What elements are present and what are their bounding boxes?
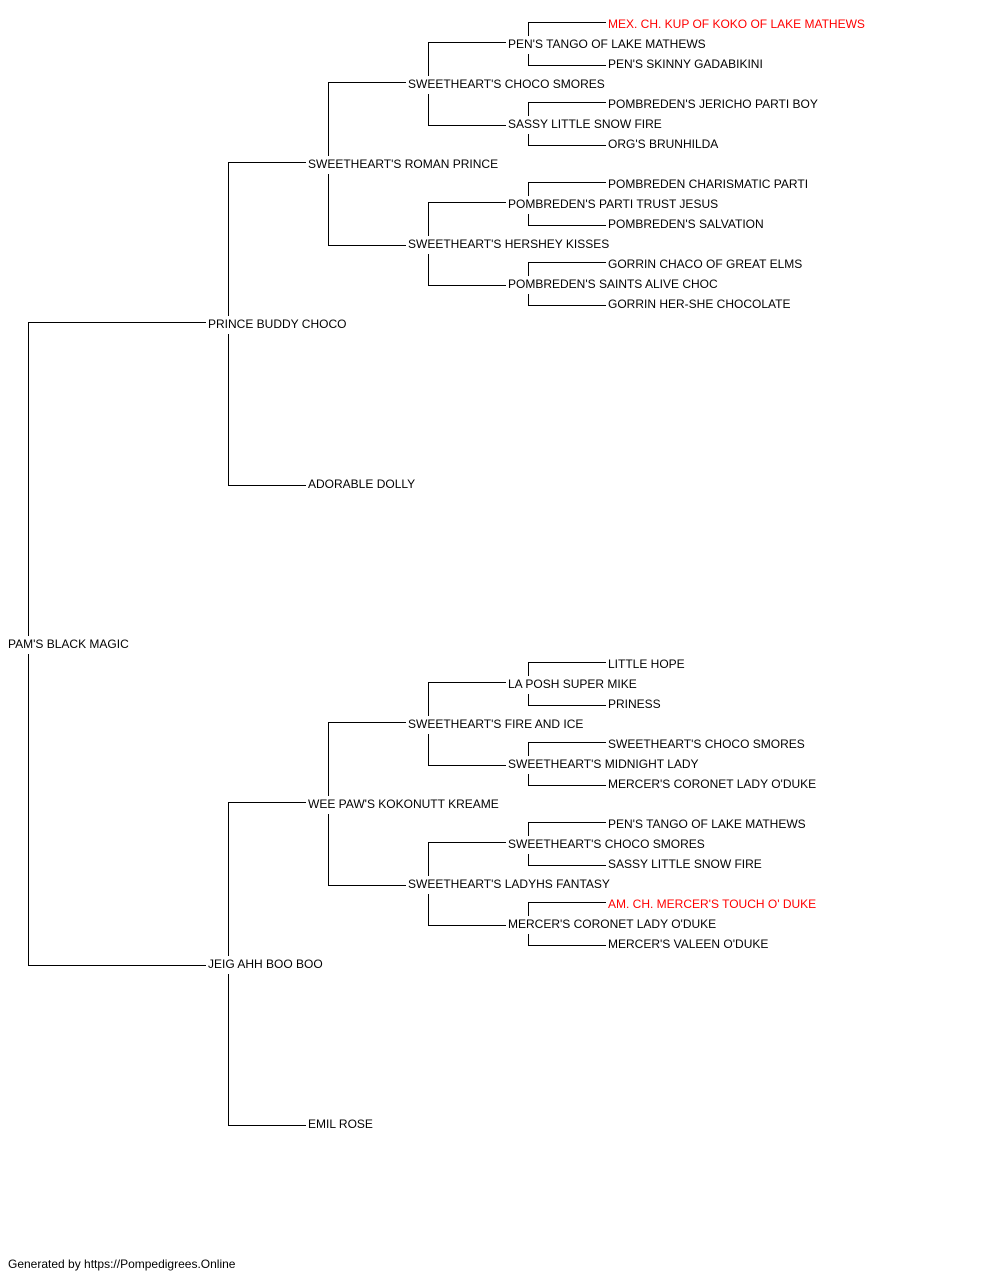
ancestor-name: POMBREDEN'S JERICHO PARTI BOY [608,97,818,111]
maternal-granddam-name: EMIL ROSE [308,1117,373,1131]
ancestor-name: POMBREDEN CHARISMATIC PARTI [608,177,809,191]
ancestor-name: GORRIN CHACO OF GREAT ELMS [608,257,803,271]
ancestor-name: SWEETHEART'S CHOCO SMORES [508,837,705,851]
ancestor-name: GORRIN HER-SHE CHOCOLATE [608,297,791,311]
ancestor-name: POMBREDEN'S SAINTS ALIVE CHOC [508,277,718,291]
paternal-grandsire-name: SWEETHEART'S ROMAN PRINCE [308,157,499,171]
ancestor-name: SWEETHEART'S HERSHEY KISSES [408,237,610,251]
ancestor-name: SWEETHEART'S CHOCO SMORES [608,737,805,751]
ancestor-name: PRINESS [608,697,661,711]
paternal-granddam-name: ADORABLE DOLLY [308,477,416,491]
ancestor-name: PEN'S TANGO OF LAKE MATHEWS [608,817,806,831]
ancestor-name: POMBREDEN'S PARTI TRUST JESUS [508,197,719,211]
ancestor-name: SASSY LITTLE SNOW FIRE [508,117,662,131]
sire-name: PRINCE BUDDY CHOCO [208,317,347,331]
ancestor-name: MERCER'S CORONET LADY O'DUKE [508,917,717,931]
ancestor-name: LITTLE HOPE [608,657,685,671]
ancestor-name: SASSY LITTLE SNOW FIRE [608,857,762,871]
footer-credit: Generated by https://Pompedigrees.Online [8,1257,236,1271]
ancestor-name: SWEETHEART'S LADYHS FANTASY [408,877,610,891]
ancestor-name: LA POSH SUPER MIKE [508,677,637,691]
ancestor-name: PEN'S TANGO OF LAKE MATHEWS [508,37,706,51]
maternal-grandsire-name: WEE PAW'S KOKONUTT KREAME [308,797,499,811]
dam-name: JEIG AHH BOO BOO [208,957,323,971]
ancestor-name: ORG'S BRUNHILDA [608,137,719,151]
subject-name: PAM'S BLACK MAGIC [8,637,129,651]
champion-ancestor-name: AM. CH. MERCER'S TOUCH O' DUKE [608,897,817,911]
ancestor-name: MERCER'S VALEEN O'DUKE [608,937,769,951]
ancestor-name: SWEETHEART'S CHOCO SMORES [408,77,605,91]
champion-ancestor-name: MEX. CH. KUP OF KOKO OF LAKE MATHEWS [608,17,865,31]
ancestor-name: SWEETHEART'S MIDNIGHT LADY [508,757,699,771]
ancestor-name: SWEETHEART'S FIRE AND ICE [408,717,584,731]
ancestor-name: MERCER'S CORONET LADY O'DUKE [608,777,817,791]
ancestor-name: POMBREDEN'S SALVATION [608,217,764,231]
ancestor-name: PEN'S SKINNY GADABIKINI [608,57,763,71]
